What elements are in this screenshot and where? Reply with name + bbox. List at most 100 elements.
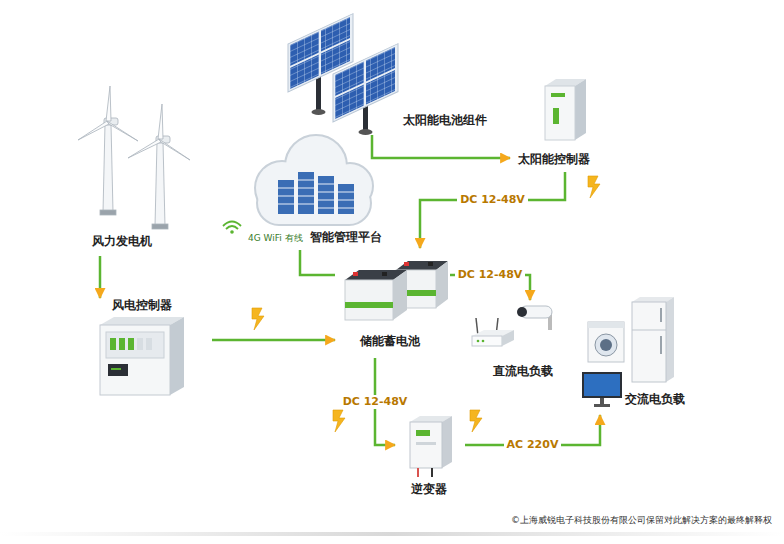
device-label: 太阳能电池组件 [403,113,487,128]
wind-turbine-icon [103,124,113,212]
controller-cabinet [100,317,184,325]
device-label: 逆变器 [411,482,447,497]
cloud-platform-icon [256,136,372,224]
inverter-icon [416,430,430,436]
inverter-icon [410,416,452,477]
device-label: 风力发电机 [92,234,152,249]
device-node: 太阳能控制器 [510,80,605,172]
ac-load-icon [632,330,666,331]
device-node: 直流电负载 [465,300,565,383]
solar-panel-icon [335,84,364,119]
wifi-icon [230,230,234,234]
inverter-icon [442,416,452,468]
battery-icon [382,272,387,276]
lightning-icon [470,410,482,432]
cloud-platform-icon [278,180,354,208]
power-connector [99,256,102,298]
dc-load-icon [502,330,514,346]
device-node: 逆变器 [395,418,465,501]
controller-cabinet [170,317,184,395]
power-connector [420,172,565,248]
device-node: 智能管理平台 4G WiFi 有线 [240,138,390,250]
battery-icon [345,302,393,308]
ac-load-icon [582,372,622,398]
dc-load-icon [472,306,552,346]
ac-load-icon [600,339,612,351]
ac-load-icon [660,308,662,322]
battery-icon [345,280,393,320]
ac-load-icon [632,302,666,382]
battery-icon [393,270,407,320]
ac-load-icon [600,398,604,404]
cloud-platform-icon [256,136,372,224]
device-node: 太阳能电池组件 [285,15,491,135]
controller-cabinet [553,108,559,124]
controller-cabinet [100,325,170,395]
lightning-icon [588,176,600,198]
voltage-label: DC 12-48V [340,395,411,409]
device-label: 智能管理平台 [310,230,382,245]
controller-cabinet [575,79,586,140]
controller-cabinet [128,338,134,350]
solar-panel-icon [312,109,326,115]
dc-load-icon [517,307,527,317]
cloud-platform-icon [278,188,294,204]
controller-cabinet [119,338,125,350]
ac-load-icon [660,336,662,354]
solar-panel-icon [288,14,398,135]
device-node: 储能蓄电池 [335,248,450,358]
device-label: 太阳能控制器 [518,152,590,167]
power-connector [212,339,335,342]
dc-load-icon [477,340,480,343]
wind-turbine-icon [106,86,111,121]
device-label: 交流电负载 [625,392,685,407]
cloud-platform-icon [338,192,354,208]
ac-load-icon [588,322,624,362]
ac-load-icon [595,334,617,356]
ac-load-icon [594,404,610,407]
copyright-caption: ©上海威锐电子科技股份有限公司保留对此解决方案的最终解释权 [511,514,772,527]
cloud-platform-icon [256,136,372,224]
inverter-icon [416,442,436,445]
solar-panel-icon [359,129,373,135]
cloud-platform-icon [278,172,354,214]
device-label: 直流电负载 [493,364,553,379]
wind-turbine-icon [159,139,190,160]
ac-load-icon [666,297,674,382]
wind-turbine-icon [158,104,163,139]
cloud-platform-icon [298,172,314,214]
solar-panel-icon [290,54,319,89]
device-label: 4G WiFi 有线 [248,232,303,244]
controller-cabinet [110,338,116,350]
battery-icon [345,261,448,320]
power-connector [300,250,335,275]
dc-load-icon [472,336,502,346]
wind-turbine-icon [152,224,168,229]
dc-load-icon [482,340,485,343]
wind-turbine-icon [128,139,161,158]
device-node: 风电控制器 [92,298,212,398]
device-label: 风电控制器 [112,298,172,313]
lightning-icon [333,410,345,432]
ac-load-icon [588,322,624,328]
lightning-icon [252,176,600,432]
battery-icon [353,272,358,276]
battery-icon [404,262,409,266]
wind-turbine-icon [107,121,138,141]
solar-panel-icon [333,44,398,122]
controller-cabinet [146,338,152,350]
battery-icon [436,261,448,308]
inverter-icon [417,468,419,477]
voltage-label: AC 220V [504,438,562,452]
wind-turbine-icon [78,121,109,140]
wind-turbine-icon [155,142,165,226]
floor-shadow [0,532,784,536]
device-label: 储能蓄电池 [360,334,420,349]
ac-load-icon [584,374,620,396]
wind-turbine-icon [78,86,190,229]
wind-turbine-icon [100,210,116,215]
device-node: 风力发电机 [78,100,188,256]
